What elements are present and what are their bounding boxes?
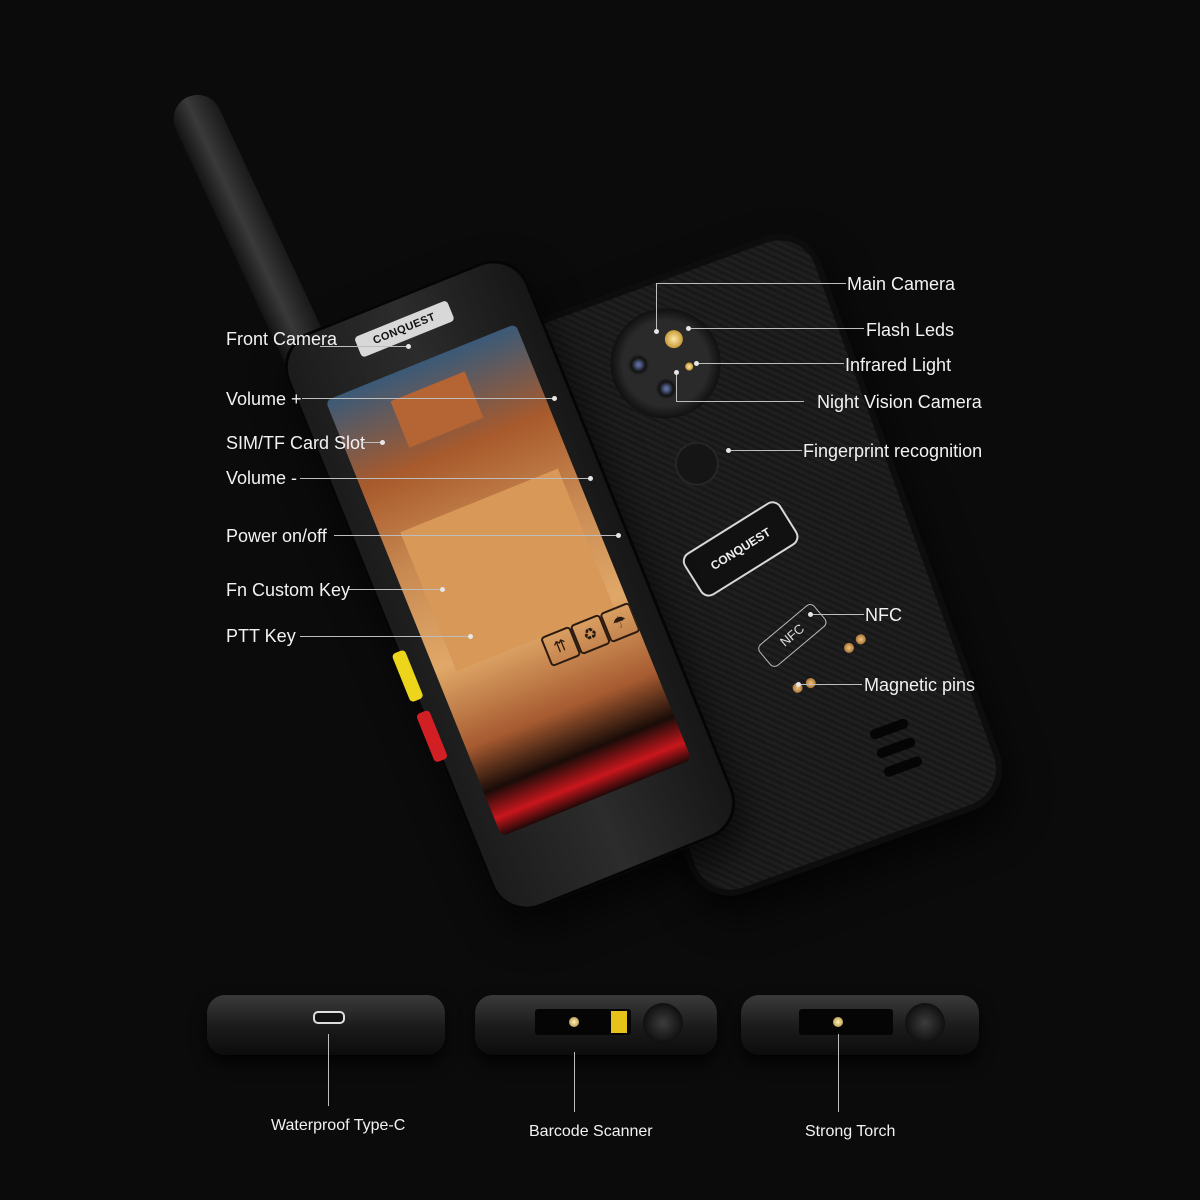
label-power-on-off: Power on/off: [226, 526, 327, 546]
usb-type-c-port: [313, 1011, 345, 1024]
callout-dot: [726, 448, 731, 453]
label-infrared-light: Infrared Light: [845, 355, 952, 375]
label-volume-down: Volume -: [226, 468, 298, 488]
callout-dot: [616, 533, 621, 538]
label-front-camera: Front Camera: [226, 329, 338, 349]
callout-dot: [654, 329, 659, 334]
fingerprint-sensor: [671, 438, 723, 490]
label-main-camera: Main Camera: [847, 274, 956, 294]
leader-line: [688, 328, 864, 329]
callout-dot: [552, 396, 557, 401]
label-waterproof-type-c: Waterproof Type-C: [271, 1117, 406, 1134]
speaker-grille: [875, 736, 917, 760]
leader-line: [320, 346, 408, 347]
leader-line: [656, 283, 657, 331]
flash-led: [662, 327, 686, 351]
label-flash-leds: Flash Leds: [866, 320, 955, 340]
label-volume-up: Volume +: [226, 389, 302, 409]
callout-dot: [440, 587, 445, 592]
leader-line: [728, 450, 802, 451]
ptt-key: [415, 709, 449, 763]
bottom-edge-view: [207, 995, 445, 1055]
callout-dot: [468, 634, 473, 639]
laser-warning-icon: [611, 1011, 627, 1033]
label-nfc: NFC: [865, 605, 902, 625]
nfc-badge: NFC: [755, 601, 829, 670]
top-edge-torch-view: [741, 995, 979, 1055]
leader-line: [574, 1052, 575, 1112]
infrared-light: [684, 361, 695, 372]
leader-line: [300, 478, 590, 479]
torch-led: [833, 1017, 843, 1027]
callout-dot: [380, 440, 385, 445]
leader-line: [328, 1034, 329, 1106]
top-edge-scanner-view: [475, 995, 717, 1055]
back-brand-logo: CONQUEST: [679, 497, 803, 601]
leader-line: [676, 372, 677, 401]
knob: [905, 1003, 945, 1043]
speaker-grille: [882, 755, 924, 779]
label-barcode-scanner: Barcode Scanner: [529, 1123, 653, 1140]
leader-line: [810, 614, 864, 615]
leader-line: [300, 636, 470, 637]
screen-box: [390, 371, 484, 448]
label-night-vision-camera: Night Vision Camera: [817, 392, 982, 412]
leader-line: [798, 684, 862, 685]
torch-window: [799, 1009, 893, 1035]
leader-line: [838, 1034, 839, 1112]
ptt-knob: [643, 1003, 683, 1043]
front-brand-logo: CONQUEST: [353, 299, 455, 358]
magnetic-pin: [854, 632, 868, 646]
leader-line: [348, 589, 442, 590]
fn-custom-key: [391, 649, 424, 703]
label-ptt-key: PTT Key: [226, 626, 296, 646]
label-magnetic-pins: Magnetic pins: [864, 675, 976, 695]
speaker-grille: [868, 717, 910, 741]
leader-line: [656, 283, 846, 284]
leader-line: [696, 363, 844, 364]
callout-dot: [588, 476, 593, 481]
leader-line: [362, 442, 382, 443]
callout-dot: [694, 361, 699, 366]
callout-dot: [686, 326, 691, 331]
callout-dot: [406, 344, 411, 349]
leader-line: [334, 535, 618, 536]
callout-dot: [796, 682, 801, 687]
main-camera-lens: [624, 350, 653, 379]
magnetic-pin: [842, 641, 856, 655]
callout-dot: [674, 370, 679, 375]
label-fingerprint-recognition: Fingerprint recognition: [803, 441, 983, 461]
label-fn-custom-key: Fn Custom Key: [226, 580, 351, 600]
antenna: [165, 87, 332, 371]
scanner-led: [569, 1017, 579, 1027]
leader-line: [302, 398, 554, 399]
callout-dot: [808, 612, 813, 617]
leader-line: [676, 401, 804, 402]
label-strong-torch: Strong Torch: [805, 1123, 896, 1140]
label-sim-tf-card-slot: SIM/TF Card Slot: [226, 433, 366, 453]
